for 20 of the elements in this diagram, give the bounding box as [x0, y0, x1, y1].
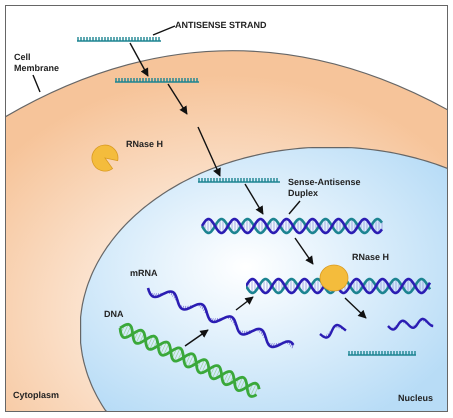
- arrow: [197, 126, 221, 177]
- leader-line: [152, 25, 176, 36]
- arrow: [294, 238, 314, 265]
- molecule-label: DNA: [104, 309, 124, 320]
- label: Sense-Antisense Duplex: [288, 177, 373, 201]
- molecule-label: RNase H: [126, 139, 164, 150]
- region-label: Nucleus: [398, 393, 434, 404]
- leader-line: [288, 200, 301, 214]
- label: ANTISENSE STRAND: [175, 20, 285, 32]
- arrow: [344, 298, 367, 319]
- arrow: [244, 184, 264, 215]
- molecule-label: RNase H: [352, 252, 390, 263]
- leader-line: [32, 74, 41, 92]
- molecule-label: mRNA: [130, 268, 158, 279]
- label: Cell Membrane: [14, 52, 69, 76]
- arrow: [184, 329, 209, 347]
- arrow: [167, 84, 188, 115]
- arrow: [236, 296, 254, 311]
- arrow: [129, 42, 149, 77]
- region-label: Cytoplasm: [13, 390, 60, 401]
